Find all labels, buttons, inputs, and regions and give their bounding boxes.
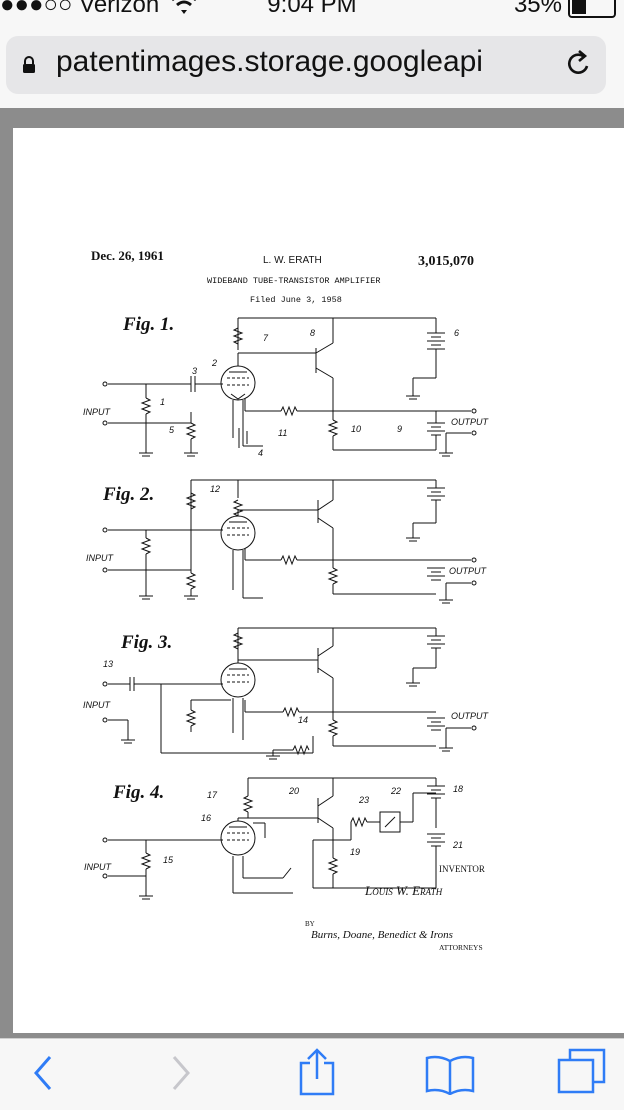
- status-bar: ●●●○○ Verizon 9:04 PM 35%: [0, 0, 624, 22]
- figure-3-circuit: [102, 627, 477, 760]
- ref-17: 17: [207, 790, 218, 800]
- ref-1: 1: [160, 397, 166, 407]
- ref-11: 11: [278, 428, 288, 438]
- circuit-schematics: [102, 317, 477, 900]
- share-icon[interactable]: [296, 1047, 338, 1097]
- pdf-viewer[interactable]: Dec. 26, 1961 L. W. ERATH 3,015,070 WIDE…: [0, 108, 624, 1038]
- attorneys-caption: ATTORNEYS: [439, 943, 483, 952]
- tabs-icon[interactable]: [556, 1047, 608, 1095]
- wifi-icon: [172, 0, 196, 14]
- back-icon[interactable]: [30, 1053, 56, 1093]
- ref-13: 13: [103, 659, 114, 669]
- ref-3: 3: [192, 366, 198, 376]
- filed-date: Filed June 3, 1958: [250, 295, 342, 305]
- header-inventor: L. W. ERATH: [263, 255, 322, 266]
- ref-15: 15: [163, 855, 174, 865]
- figure-4-label: Fig. 4.: [113, 782, 165, 803]
- ref-23: 23: [359, 795, 370, 805]
- ref-12: 12: [210, 484, 221, 494]
- inventor-name: Louis W. Erath: [365, 883, 443, 898]
- url-text[interactable]: patentimages.storage.googleapi: [56, 45, 483, 78]
- ref-5: 5: [169, 425, 175, 435]
- ref-19: 19: [350, 847, 361, 857]
- output-label-fig2: OUTPUT: [449, 566, 486, 576]
- bottom-toolbar: [0, 1038, 624, 1110]
- ref-14: 14: [298, 715, 309, 725]
- figure-4-circuit: [102, 777, 445, 900]
- input-label-fig2: INPUT: [86, 553, 113, 563]
- figure-1-label: Fig. 1.: [123, 314, 175, 335]
- patent-page: Dec. 26, 1961 L. W. ERATH 3,015,070 WIDE…: [13, 128, 624, 1033]
- input-label-fig1: INPUT: [83, 407, 110, 417]
- attorneys-signature: Burns, Doane, Benedict & Irons: [311, 929, 453, 941]
- ref-10: 10: [351, 424, 362, 434]
- figure-1-circuit: [102, 317, 477, 457]
- lock-icon: [23, 56, 35, 73]
- patent-title: WIDEBAND TUBE-TRANSISTOR AMPLIFIER: [207, 276, 381, 286]
- clock: 9:04 PM: [267, 0, 357, 18]
- input-label-fig3: INPUT: [83, 700, 110, 710]
- ref-16: 16: [201, 813, 212, 823]
- figure-2-circuit: [102, 479, 477, 604]
- address-bar[interactable]: patentimages.storage.googleapi: [6, 36, 606, 94]
- ref-21: 21: [453, 840, 464, 850]
- ref-9: 9: [397, 424, 403, 434]
- figure-2-label: Fig. 2.: [103, 484, 155, 505]
- battery-percent: 35%: [513, 0, 562, 18]
- ref-18: 18: [453, 784, 464, 794]
- ref-6: 6: [454, 328, 460, 338]
- battery-icon: [568, 0, 616, 18]
- output-label-fig1: OUTPUT: [451, 417, 488, 427]
- ref-8: 8: [310, 328, 316, 338]
- reload-icon[interactable]: [566, 50, 592, 78]
- ref-20: 20: [289, 786, 300, 796]
- ref-2: 2: [212, 358, 218, 368]
- forward-icon[interactable]: [168, 1053, 194, 1093]
- bookmarks-icon[interactable]: [424, 1053, 476, 1095]
- output-label-fig3: OUTPUT: [451, 711, 488, 721]
- patent-number: 3,015,070: [418, 254, 474, 269]
- ref-22: 22: [391, 786, 402, 796]
- ref-4: 4: [258, 448, 264, 458]
- patent-date: Dec. 26, 1961: [91, 248, 164, 263]
- inventor-caption: INVENTOR: [439, 864, 485, 874]
- carrier-label: ●●●○○ Verizon: [0, 0, 160, 18]
- input-label-fig4: INPUT: [84, 862, 111, 872]
- figure-3-label: Fig. 3.: [121, 632, 173, 653]
- by-label: BY: [305, 920, 315, 928]
- ref-7: 7: [263, 333, 269, 343]
